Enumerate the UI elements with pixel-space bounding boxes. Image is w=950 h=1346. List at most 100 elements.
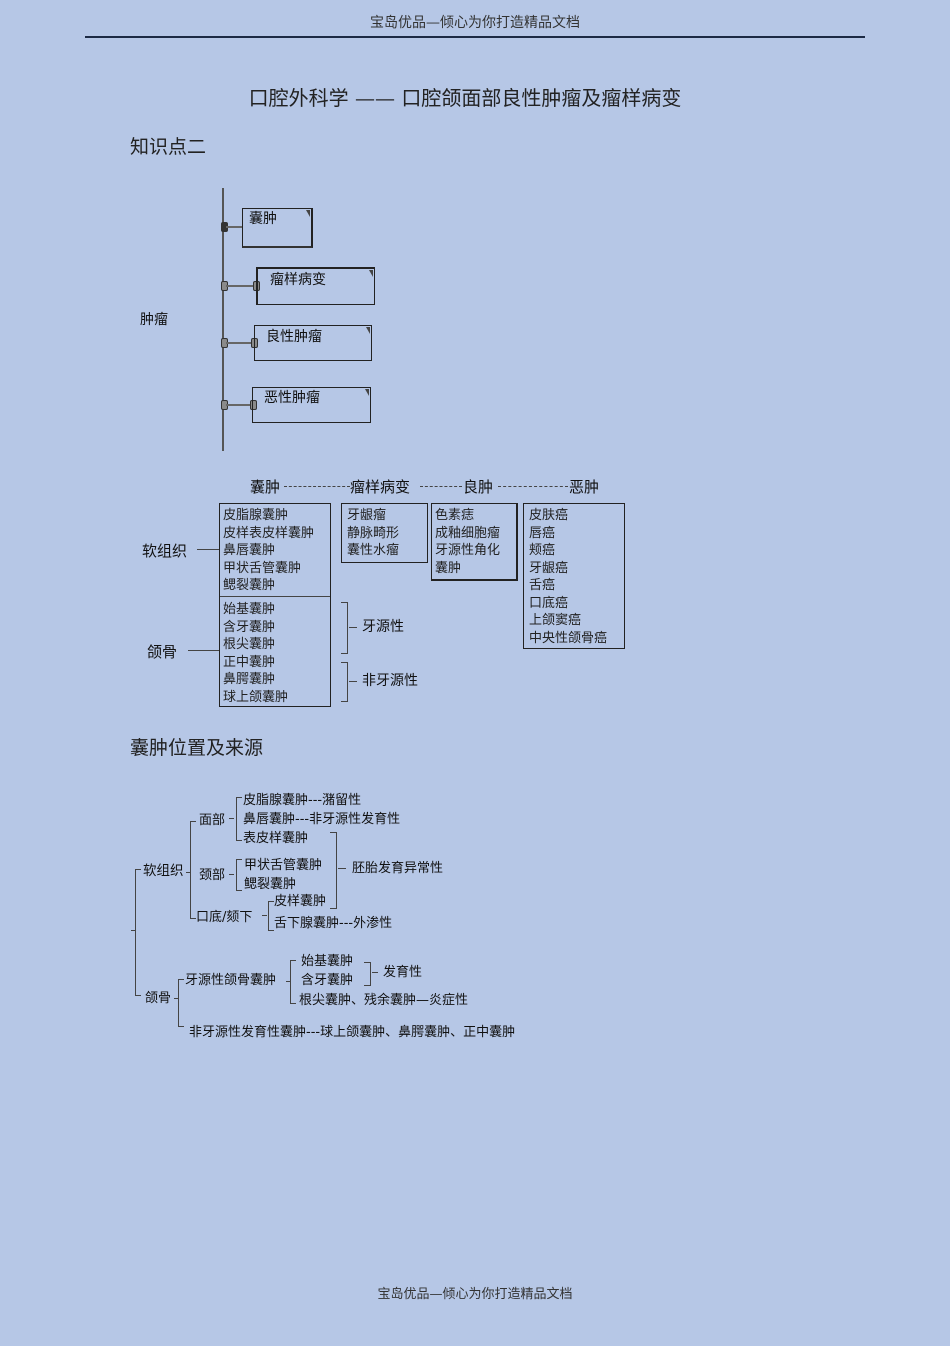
- bracket-developmental: [364, 962, 371, 986]
- label-neck: 颈部: [199, 868, 226, 883]
- branch-box-benign-tumor[interactable]: 良性肿瘤: [254, 325, 372, 361]
- connector-line: [226, 226, 243, 228]
- page-title: 口腔外科学 —— 口腔颌面部良性肿瘤及瘤样病变: [248, 86, 682, 110]
- bracket-root: [135, 869, 141, 996]
- floor-item: 舌下腺囊肿---外渗性: [274, 916, 393, 931]
- list-item: 成釉细胞瘤: [435, 525, 501, 541]
- connector-line: [262, 915, 267, 916]
- corner-mark-icon: [365, 389, 369, 396]
- section-heading-cyst-location: 囊肿位置及来源: [130, 737, 264, 759]
- corner-mark-icon: [306, 210, 310, 217]
- connector-line: [349, 681, 357, 682]
- face-item: 鼻唇囊肿---非牙源性发育性: [243, 812, 401, 827]
- bracket-odontogenic: [341, 602, 348, 654]
- connector-line: [131, 930, 136, 931]
- list-item: 囊肿: [435, 560, 462, 576]
- corner-mark-icon: [369, 270, 373, 277]
- list-item: 皮肤癌: [529, 508, 569, 523]
- odonto-item: 含牙囊肿: [301, 973, 354, 988]
- branch-box-malignant-tumor[interactable]: 恶性肿瘤: [252, 387, 371, 423]
- face-item: 表皮样囊肿: [243, 831, 309, 846]
- list-item: 牙龈瘤: [347, 508, 387, 523]
- branch-label: 瘤样病变: [270, 272, 326, 288]
- dash-line: [498, 486, 568, 487]
- page-footer: 宝岛优品—倾心为你打造精品文档: [377, 1287, 573, 1302]
- bracket-odontogenic: [290, 960, 296, 1004]
- list-item: 颊癌: [529, 543, 556, 558]
- header-benign: 良肿: [463, 478, 494, 496]
- label-non-odontogenic: 非牙源性发育性囊肿---球上颌囊肿、鼻腭囊肿、正中囊肿: [189, 1025, 516, 1040]
- connector-line: [286, 981, 290, 982]
- header-rule: [85, 36, 865, 38]
- bracket-soft-tissue: [190, 821, 196, 919]
- connector-line: [226, 404, 252, 406]
- list-item: 上颌窦癌: [529, 613, 582, 628]
- connector-line: [372, 972, 378, 973]
- label-non-odontogenic: 非牙源性: [362, 673, 418, 689]
- connector-line: [349, 627, 357, 628]
- connector-line: [174, 998, 178, 999]
- label-inflammatory: 根尖囊肿、残余囊肿—炎症性: [299, 993, 469, 1008]
- connector-line: [338, 868, 346, 869]
- connector-line: [229, 818, 234, 819]
- page-header: 宝岛优品—倾心为你打造精品文档: [370, 15, 580, 31]
- branch-box-cyst[interactable]: 囊肿: [242, 208, 313, 248]
- list-item: 口底癌: [529, 595, 569, 611]
- tumorlike-column: 牙龈瘤 静脉畸形 囊性水瘤: [341, 503, 428, 563]
- header-tumorlike: 瘤样病变: [350, 478, 411, 496]
- bracket-non-odontogenic: [341, 662, 348, 702]
- branch-label: 良性肿瘤: [266, 329, 322, 345]
- list-item: 始基囊肿: [223, 602, 276, 617]
- label-soft-tissue: 软组织: [143, 863, 184, 879]
- list-item: 牙龈癌: [529, 560, 569, 576]
- list-item: 牙源性角化: [435, 543, 501, 558]
- connector-line: [186, 872, 191, 873]
- label-jaw: 颌骨: [147, 643, 178, 661]
- label-soft-tissue: 软组织: [142, 542, 188, 560]
- list-item: 甲状舌管囊肿: [223, 560, 302, 576]
- dash-line: [420, 486, 462, 487]
- bracket-neck: [236, 859, 242, 891]
- list-item: 根尖囊肿: [223, 637, 276, 652]
- list-item: 球上颌囊肿: [223, 689, 289, 705]
- label-developmental: 发育性: [383, 965, 423, 980]
- header-malignant: 恶肿: [569, 478, 600, 496]
- corner-mark-icon: [366, 327, 370, 334]
- label-face: 面部: [199, 813, 226, 828]
- bracket-face: [236, 797, 242, 841]
- list-item: 鼻唇囊肿: [223, 543, 276, 558]
- connector-line: [188, 650, 219, 651]
- label-embryonic: 胚胎发育异常性: [352, 861, 444, 876]
- label-odontogenic-jaw-cyst: 牙源性颌骨囊肿: [185, 973, 277, 988]
- list-item: 含牙囊肿: [223, 619, 276, 635]
- branch-label: 恶性肿瘤: [264, 390, 320, 406]
- divider: [220, 596, 330, 597]
- trunk-line: [222, 188, 224, 451]
- label-jaw: 颌骨: [145, 991, 172, 1006]
- benign-column: 色素痣 成釉细胞瘤 牙源性角化 囊肿: [431, 503, 518, 581]
- cyst-column: 皮脂腺囊肿 皮样表皮样囊肿 鼻唇囊肿 甲状舌管囊肿 鳃裂囊肿 始基囊肿 含牙囊肿…: [219, 503, 331, 707]
- connector-line: [229, 874, 234, 875]
- bracket-jaw: [178, 979, 184, 1027]
- branch-box-tumorlike[interactable]: 瘤样病变: [256, 267, 375, 305]
- malignant-column: 皮肤癌 唇癌 颊癌 牙龈癌 舌癌 口底癌 上颌窦癌 中央性颌骨癌: [523, 503, 625, 649]
- list-item: 囊性水瘤: [347, 543, 400, 558]
- neck-item: 鳃裂囊肿: [244, 877, 297, 892]
- label-odontogenic: 牙源性: [362, 619, 404, 635]
- list-item: 色素痣: [435, 508, 475, 523]
- root-label-tumor: 肿瘤: [140, 312, 168, 328]
- connector-line: [226, 342, 254, 344]
- dash-line: [284, 486, 350, 487]
- section-heading-knowledge-point: 知识点二: [130, 136, 207, 158]
- bracket-embryonic: [330, 832, 337, 909]
- branch-label: 囊肿: [249, 211, 277, 227]
- list-item: 中央性颌骨癌: [529, 630, 608, 646]
- list-item: 皮样表皮样囊肿: [223, 525, 315, 541]
- list-item: 皮脂腺囊肿: [223, 508, 289, 523]
- connector-line: [226, 285, 256, 287]
- face-item: 皮脂腺囊肿---潴留性: [243, 793, 362, 808]
- header-cyst: 囊肿: [250, 478, 281, 496]
- list-item: 舌癌: [529, 578, 556, 593]
- list-item: 唇癌: [529, 525, 556, 541]
- odonto-item: 始基囊肿: [301, 954, 354, 969]
